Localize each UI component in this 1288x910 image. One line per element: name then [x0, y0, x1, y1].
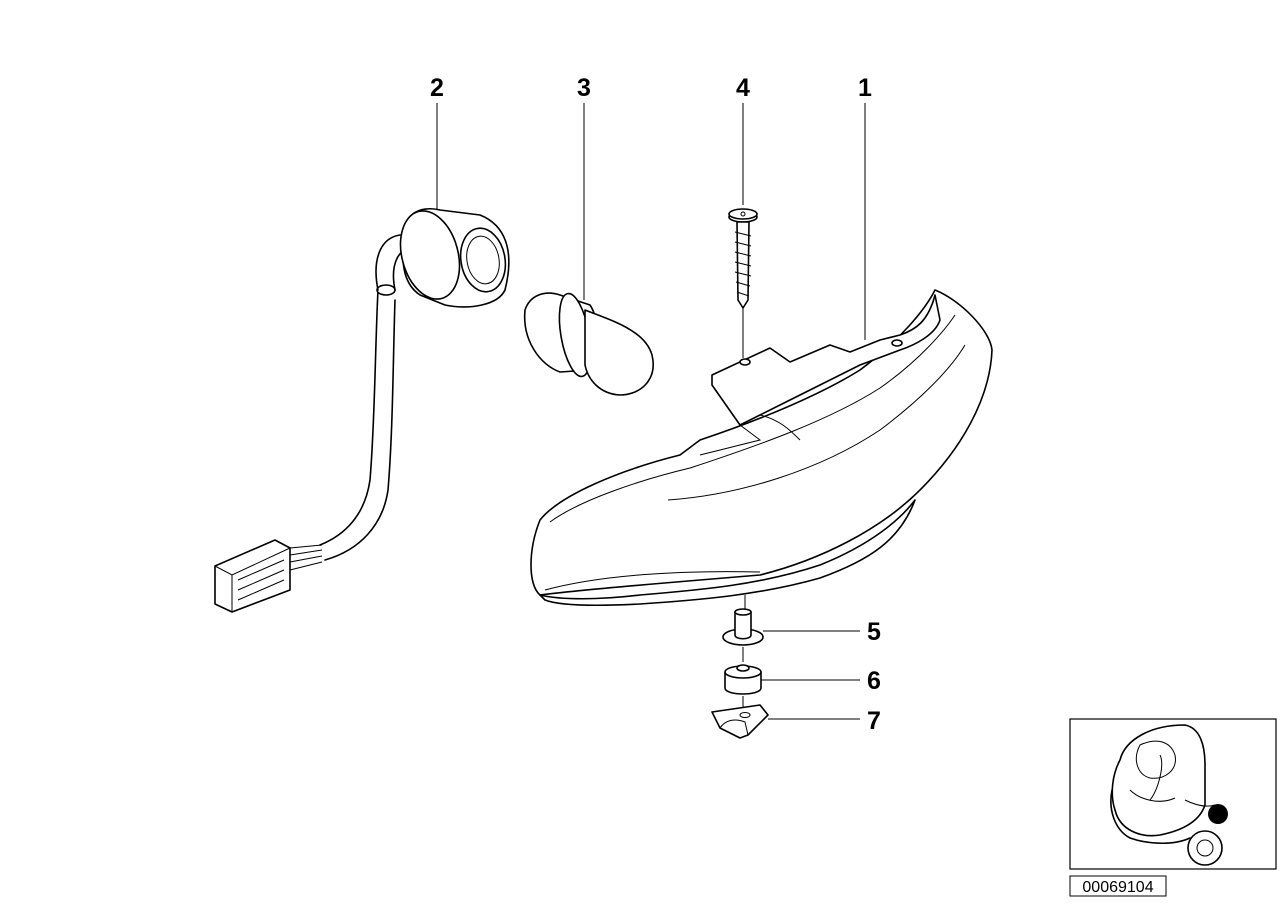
part-1-turn-signal-lamp[interactable]: [530, 289, 993, 610]
part-6-grommet[interactable]: [724, 664, 762, 708]
location-marker-icon: [1208, 804, 1228, 824]
callout-1: 1: [858, 74, 872, 102]
callout-6: 6: [867, 667, 881, 695]
callout-5: 5: [867, 618, 881, 646]
part-5-bushing[interactable]: [722, 608, 764, 662]
leader-lines: [436, 103, 866, 720]
callout-4: 4: [736, 74, 750, 102]
callout-7: 7: [867, 707, 881, 735]
part-2-bulb-socket-with-cable[interactable]: [214, 204, 510, 613]
callout-2: 2: [430, 74, 444, 102]
reference-number: 00069104: [1082, 879, 1153, 896]
reference-number-box: 00069104: [1069, 875, 1167, 897]
part-3-bulb[interactable]: [523, 291, 654, 396]
part-4-screw[interactable]: [728, 208, 758, 358]
part-7-clip-nut[interactable]: [711, 704, 769, 739]
motorcycle-location-thumbnail: [1069, 718, 1277, 870]
callout-3: 3: [577, 74, 591, 102]
